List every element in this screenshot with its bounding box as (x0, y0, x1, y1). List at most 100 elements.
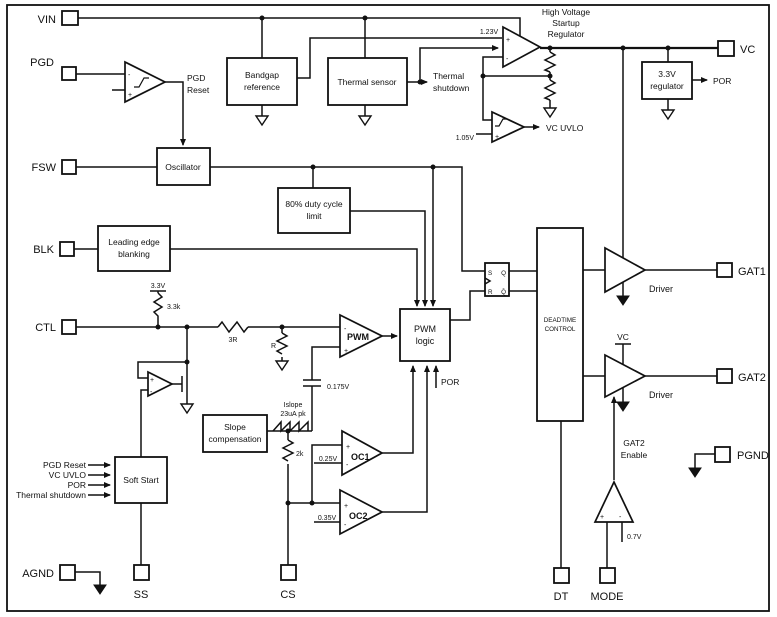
oc1-comparator: + - OC1 (341, 429, 384, 477)
driver2-vc-supply-label: VC (617, 332, 629, 342)
vc-uvlo-comparator: + (491, 110, 527, 144)
oc2-comparator: + - OC2 (339, 488, 384, 536)
svg-text:-: - (346, 462, 349, 469)
pin-gat1-label: GAT1 (738, 266, 766, 278)
pin-cs (280, 564, 297, 581)
annotations: High Voltage Startup Regulator 1.23V 1.0… (16, 7, 731, 541)
resistor-r-label: R (271, 343, 276, 350)
pin-ctl (61, 319, 77, 335)
ref-1v05: 1.05V (456, 135, 475, 142)
svg-text:compensation: compensation (209, 434, 262, 444)
ground-icon (616, 295, 630, 306)
svg-text:-: - (506, 56, 509, 63)
svg-text:+: + (600, 514, 604, 521)
svg-text:reference: reference (244, 82, 280, 92)
pin-pgd (61, 66, 77, 81)
wiring (74, 17, 718, 585)
svg-text:DEADTIME: DEADTIME (544, 317, 577, 324)
ref-0v35: 0.35V (318, 515, 337, 522)
deadtime-control-block: DEADTIME CONTROL (536, 227, 584, 422)
ref-0v7: 0.7V (627, 534, 642, 541)
ground-symbols (93, 107, 702, 595)
thermal-sensor-label: Thermal sensor (337, 77, 396, 87)
svg-text:Q̄: Q̄ (501, 288, 506, 296)
svg-text:+: + (344, 348, 348, 355)
resistor-3k3-label: 3.3k (167, 304, 181, 311)
svg-text:Q: Q (501, 270, 506, 277)
thermal-sensor-block: Thermal sensor (327, 57, 408, 106)
pin-mode (599, 567, 616, 584)
svg-text:3.3V: 3.3V (658, 69, 676, 79)
svg-text:CONTROL: CONTROL (545, 326, 576, 333)
pin-gat2 (716, 368, 733, 384)
svg-text:80% duty cycle: 80% duty cycle (285, 199, 342, 209)
svg-text:-: - (150, 389, 153, 396)
leading-edge-blanking-block: Leading edge blanking (97, 225, 171, 272)
islope-label: Islope (284, 402, 303, 409)
oscillator-block: Oscillator (156, 147, 211, 186)
pin-mode-label: MODE (591, 591, 624, 603)
svg-text:-: - (344, 326, 347, 333)
sr-flipflop: S Q R Q̄ (484, 262, 510, 297)
thermal-shutdown-label: Thermal (433, 71, 464, 81)
pwm-logic-block: PWM logic (399, 308, 451, 362)
pin-ss (133, 564, 150, 581)
por-output-label: POR (713, 76, 731, 86)
offset-0v175-label: 0.175V (327, 384, 350, 391)
pin-dt (553, 567, 570, 584)
gate-driver-2: Driver (604, 353, 673, 400)
pin-pgnd-label: PGND (737, 450, 769, 462)
svg-text:23uA pk: 23uA pk (280, 411, 306, 418)
oscillator-label: Oscillator (165, 162, 201, 172)
softstart-in-pgdreset: PGD Reset (43, 460, 87, 470)
ref-1v23: 1.23V (480, 29, 499, 36)
svg-text:limit: limit (306, 211, 322, 221)
ground-icon (274, 360, 290, 372)
svg-text:-: - (128, 72, 131, 79)
pins: VIN PGD FSW BLK CTL AGND SS CS DT MODE V… (22, 10, 769, 603)
pgd-comparator: - + (124, 60, 167, 104)
svg-text:Leading edge: Leading edge (108, 237, 160, 247)
svg-text:Slope: Slope (224, 422, 246, 432)
svg-text:blanking: blanking (118, 249, 150, 259)
pin-fsw (61, 159, 77, 175)
ground-icon (254, 115, 270, 127)
ground-icon (542, 107, 558, 119)
pgd-reset-label: PGD (187, 73, 205, 83)
ground-icon (688, 467, 702, 478)
pin-pgnd (714, 446, 731, 463)
ground-icon (93, 584, 107, 595)
svg-text:Reset: Reset (187, 85, 210, 95)
svg-text:Enable: Enable (621, 450, 648, 460)
soft-start-block: Soft Start (114, 456, 168, 504)
pin-vin (61, 10, 79, 26)
svg-text:+: + (506, 37, 510, 44)
pin-vc-label: VC (740, 44, 755, 56)
ground-icon (660, 109, 676, 121)
ref-0v25: 0.25V (319, 456, 338, 463)
resistor-2k-label: 2k (296, 451, 304, 458)
svg-text:-: - (344, 522, 347, 529)
supply-3v3-label: 3.3V (151, 283, 166, 290)
gate-driver-1: Driver (604, 246, 673, 294)
svg-text:-: - (619, 514, 622, 521)
junction-dots (155, 15, 671, 506)
driver2-label: Driver (649, 390, 673, 400)
hv-startup-regulator-amp: + - (502, 25, 542, 69)
pin-pgd-label: PGD (30, 57, 54, 69)
softstart-in-por: POR (68, 480, 86, 490)
pwm-label: PWM (347, 332, 369, 342)
pin-agnd (59, 564, 76, 581)
pwm-comparator: - + PWM (339, 313, 384, 359)
pin-ss-label: SS (134, 589, 149, 601)
ground-icon (357, 115, 373, 127)
svg-text:shutdown: shutdown (433, 83, 470, 93)
regulator-3v3-block: 3.3V regulator (641, 61, 693, 100)
bandgap-reference-block: Bandgap reference (226, 57, 298, 106)
hv-regulator-label: High Voltage (542, 7, 590, 17)
resistor-3r-label: 3R (229, 337, 238, 344)
pin-ctl-label: CTL (35, 322, 56, 334)
svg-text:+: + (150, 377, 154, 384)
